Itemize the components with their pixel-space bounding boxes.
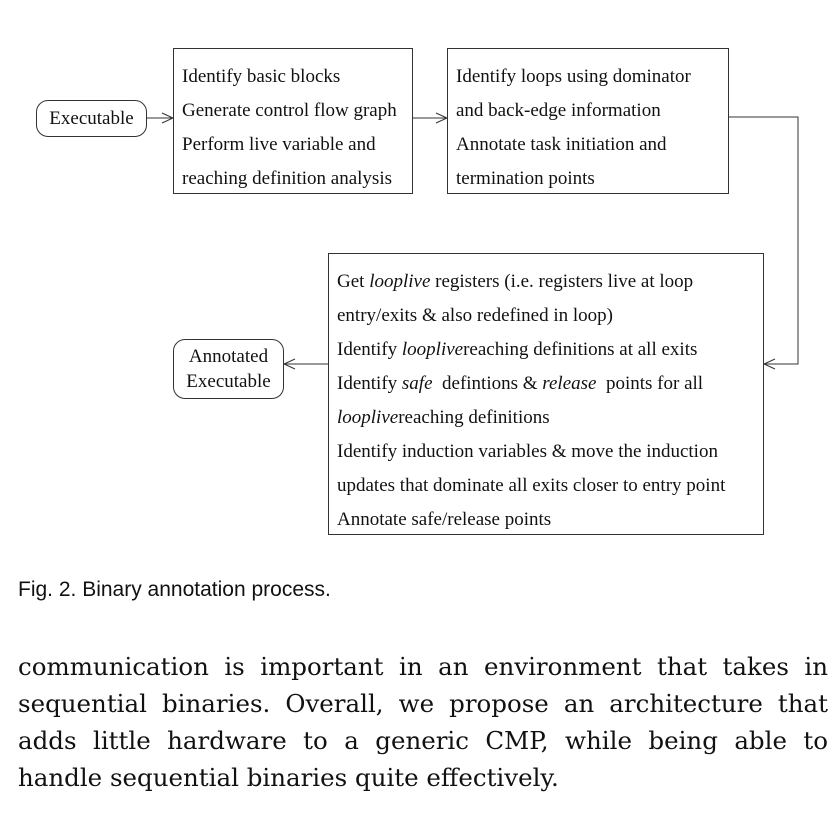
body-line: handle sequential binaries quite effecti…	[18, 763, 559, 792]
diagram-edges	[147, 112, 799, 370]
loop-step: Annotate task initiation and	[456, 134, 667, 155]
annotation-flow-diagram: Executable Identify basic blocks Generat…	[36, 48, 799, 535]
looplive-step: Identify safe defintions & release point…	[337, 373, 704, 394]
cfg-step: Generate control flow graph	[182, 100, 397, 121]
loop-step: Identify loops using dominator	[456, 66, 691, 87]
annotated-executable-node: Annotated Executable	[173, 339, 284, 399]
looplive-step: looplivereaching definitions	[337, 407, 550, 428]
body-line: communication is important in an environ…	[18, 652, 828, 681]
edge-loops-to-looplive	[729, 116, 799, 365]
cfg-step: Perform live variable and	[182, 134, 376, 155]
body-paragraph: communication is important in an environ…	[18, 648, 828, 796]
looplive-step: updates that dominate all exits closer t…	[337, 475, 726, 496]
looplive-analysis-box: Get looplive registers (i.e. registers l…	[328, 253, 764, 535]
loop-step: and back-edge information	[456, 100, 661, 121]
looplive-step: Annotate safe/release points	[337, 509, 552, 530]
cfg-step: reaching definition analysis	[182, 168, 392, 189]
loop-identification-box: Identify loops using dominator and back-…	[447, 48, 729, 194]
annotated-label: Annotated	[188, 346, 269, 367]
executable-node: Executable	[36, 100, 147, 137]
arrowhead-annotated	[282, 358, 296, 370]
body-line: adds little hardware to a generic CMP, w…	[18, 726, 828, 755]
executable-label: Executable	[49, 108, 134, 129]
loop-step: termination points	[456, 168, 595, 189]
looplive-step: Identify induction variables & move the …	[337, 441, 718, 462]
body-line: sequential binaries. Overall, we propose…	[18, 689, 828, 718]
cfg-analysis-box: Identify basic blocks Generate control f…	[173, 48, 413, 194]
looplive-step: Get looplive registers (i.e. registers l…	[337, 271, 694, 292]
figure-caption: Fig. 2. Binary annotation process.	[18, 578, 331, 601]
arrowhead-looplive	[762, 358, 776, 370]
cfg-step: Identify basic blocks	[182, 66, 341, 87]
looplive-step: entry/exits & also redefined in loop)	[337, 305, 613, 326]
annotated-label: Executable	[186, 371, 271, 392]
looplive-step: Identify looplivereaching definitions at…	[337, 339, 698, 360]
